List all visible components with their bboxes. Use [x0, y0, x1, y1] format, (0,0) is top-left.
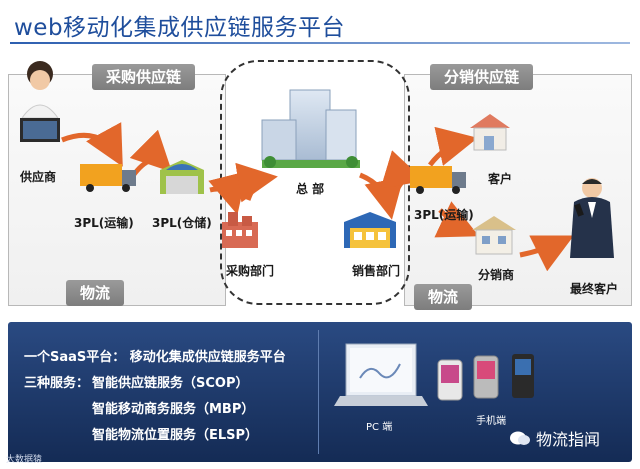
truck-icon-1	[80, 164, 136, 192]
platform-divider	[318, 330, 319, 454]
arrow-supplier-to-transport	[62, 135, 118, 158]
arrow-distributor-to-endcustomer	[520, 240, 565, 255]
distributor-label: 分销商	[478, 266, 514, 283]
tpl-transport-label-2: 3PL(运输)	[414, 206, 474, 223]
wechat-icon	[510, 430, 530, 446]
supplier-person-icon	[20, 61, 60, 142]
service-mbp: 智能移动商务服务（MBP）	[92, 398, 254, 417]
arrow-transport-to-customer	[430, 140, 468, 165]
headquarters-label: 总 部	[296, 180, 324, 197]
purchasing-dept-icon	[222, 212, 258, 248]
arrow-warehouse-to-purchasing	[210, 189, 235, 205]
sales-dept-icon	[344, 212, 396, 248]
distributor-icon	[472, 216, 516, 254]
diagram-art	[0, 0, 640, 320]
customer-icon	[470, 114, 510, 150]
arrow-purchasing-to-hq	[248, 178, 268, 200]
mobile-label: 手机端	[476, 412, 506, 427]
phone-icon-2	[474, 356, 498, 398]
supplier-label: 供应商	[20, 168, 56, 185]
warehouse-icon	[160, 160, 204, 194]
phone-icon-3	[512, 354, 534, 398]
saas-line: 一个SaaS平台： 移动化集成供应链服务平台	[24, 346, 286, 365]
arrow-hq-to-sales	[360, 175, 390, 210]
brand: 物流指闻	[510, 426, 600, 450]
service-scop: 智能供应链服务（SCOP）	[92, 372, 248, 391]
customer-label: 客户	[488, 170, 512, 187]
watermark: 大数据猿	[6, 452, 42, 465]
service-elsp: 智能物流位置服务（ELSP）	[92, 424, 258, 443]
brand-name: 物流指闻	[536, 426, 600, 450]
phone-icon-1	[438, 360, 462, 400]
tpl-transport-label-1: 3PL(运输)	[74, 214, 134, 231]
end-customer-label: 最终客户	[570, 280, 618, 297]
laptop-icon	[334, 344, 428, 406]
tpl-warehouse-label: 3PL(仓储)	[152, 214, 212, 231]
pc-label: PC 端	[366, 418, 392, 433]
sales-dept-label: 销售部门	[352, 262, 400, 279]
truck-icon-2	[410, 166, 466, 194]
headquarters-icon	[262, 90, 360, 168]
end-customer-person-icon	[570, 178, 614, 258]
services-prefix: 三种服务：	[24, 372, 89, 391]
purchasing-dept-label: 采购部门	[226, 262, 274, 279]
